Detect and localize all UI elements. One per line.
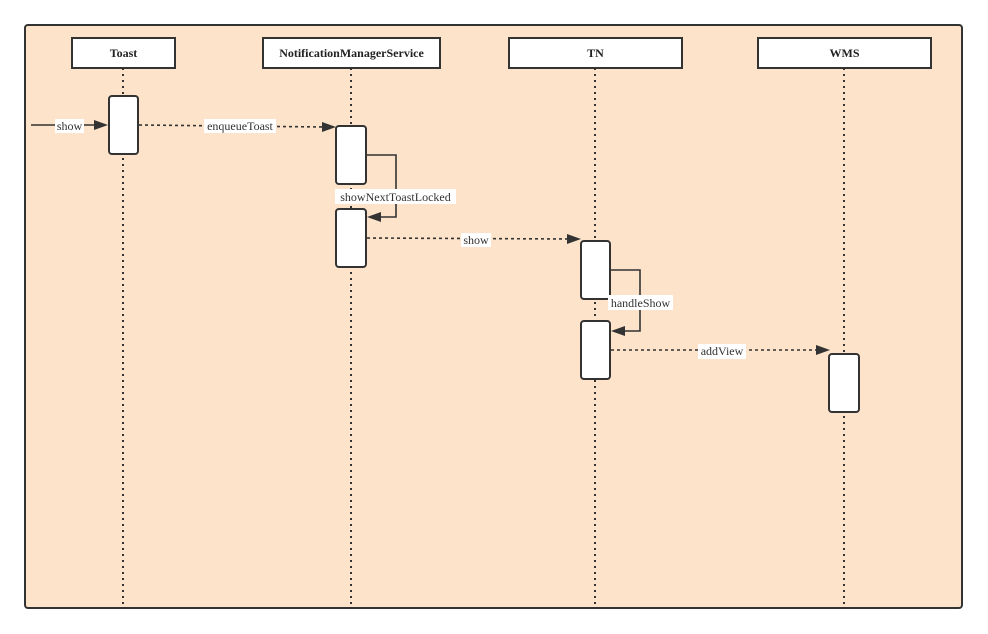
message-show-to-tn-label: show	[463, 233, 489, 247]
participant-toast: Toast	[71, 37, 176, 69]
participant-nms-label: NotificationManagerService	[279, 46, 424, 60]
message-show-incoming-label: show	[57, 119, 83, 133]
message-show-next-toast-locked: showNextToastLocked	[335, 154, 456, 222]
activation-tn-1	[580, 240, 611, 300]
message-show-incoming: show	[31, 119, 108, 133]
message-handle-show: handleShow	[608, 269, 673, 336]
activation-tn-2	[580, 320, 611, 380]
activation-nms-2	[335, 208, 367, 268]
activation-nms-1	[335, 125, 367, 185]
activation-toast	[108, 95, 139, 155]
message-enqueue-toast-label: enqueueToast	[207, 119, 273, 133]
message-handle-show-label: handleShow	[611, 296, 671, 310]
message-add-view-label: addView	[701, 344, 744, 358]
participant-tn: TN	[508, 37, 683, 69]
participant-wms-label: WMS	[830, 46, 860, 60]
message-enqueue-toast: enqueueToast	[138, 119, 336, 133]
participant-tn-label: TN	[587, 46, 604, 60]
message-show-to-tn: show	[366, 233, 581, 247]
participant-nms: NotificationManagerService	[262, 37, 441, 69]
diagram-frame	[24, 24, 963, 609]
message-add-view: addView	[611, 344, 830, 359]
participant-wms: WMS	[757, 37, 932, 69]
message-show-next-toast-locked-label: showNextToastLocked	[340, 190, 450, 204]
participant-toast-label: Toast	[110, 46, 138, 60]
activation-wms	[828, 353, 860, 413]
